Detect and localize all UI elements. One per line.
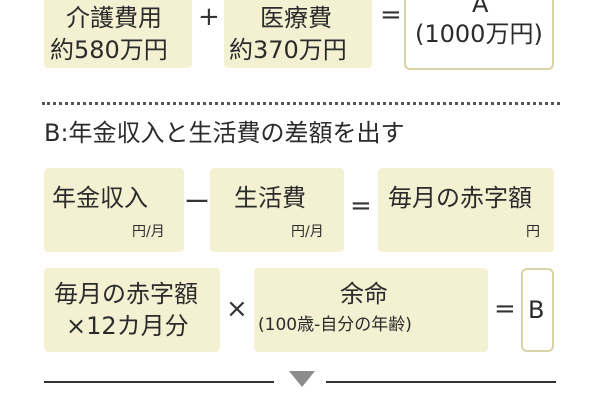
pension-income-box	[44, 168, 184, 252]
nursing-cost-label: 介護費用	[66, 4, 162, 32]
times-operator: ×	[226, 294, 248, 324]
result-b-box	[521, 268, 554, 352]
result-a-amount: (1000万円)	[415, 20, 543, 48]
life-expectancy-box	[254, 268, 488, 352]
medical-cost-label: 医療費	[260, 4, 332, 32]
down-arrow-icon	[289, 371, 315, 387]
equals-operator-a: =	[380, 0, 402, 30]
living-cost-box	[210, 168, 344, 252]
pension-income-label: 年金収入	[52, 184, 148, 212]
pension-income-unit: 円/月	[132, 224, 165, 240]
annual-deficit-line1: 毎月の赤字額	[54, 280, 198, 308]
medical-cost-box	[224, 0, 372, 68]
living-cost-label: 生活費	[234, 184, 306, 212]
nursing-cost-amount: 約580万円	[50, 36, 168, 64]
monthly-deficit-box	[378, 168, 554, 252]
result-b-label: B	[528, 296, 545, 324]
medical-cost-amount: 約370万円	[229, 36, 347, 64]
equals-operator-b2: =	[494, 294, 516, 324]
annual-deficit-box	[44, 268, 220, 352]
monthly-deficit-label: 毎月の赤字額	[388, 184, 532, 212]
section-divider	[42, 102, 560, 105]
minus-operator: ー	[184, 188, 211, 218]
life-expectancy-label: 余命	[340, 280, 388, 308]
living-cost-unit: 円/月	[291, 224, 324, 240]
section-b-heading: B:年金収入と生活費の差額を出す	[44, 119, 405, 147]
bottom-line-left	[44, 381, 274, 383]
nursing-cost-box	[44, 0, 192, 68]
bottom-line-right	[326, 381, 556, 383]
plus-operator: +	[198, 2, 220, 32]
equals-operator-b1: =	[350, 191, 372, 221]
annual-deficit-line2: ×12カ月分	[66, 312, 189, 340]
monthly-deficit-unit: 円	[526, 224, 540, 240]
life-expectancy-formula: (100歳-自分の年齢)	[258, 315, 412, 335]
result-a-label: A	[472, 0, 489, 18]
result-a-box	[404, 0, 554, 70]
